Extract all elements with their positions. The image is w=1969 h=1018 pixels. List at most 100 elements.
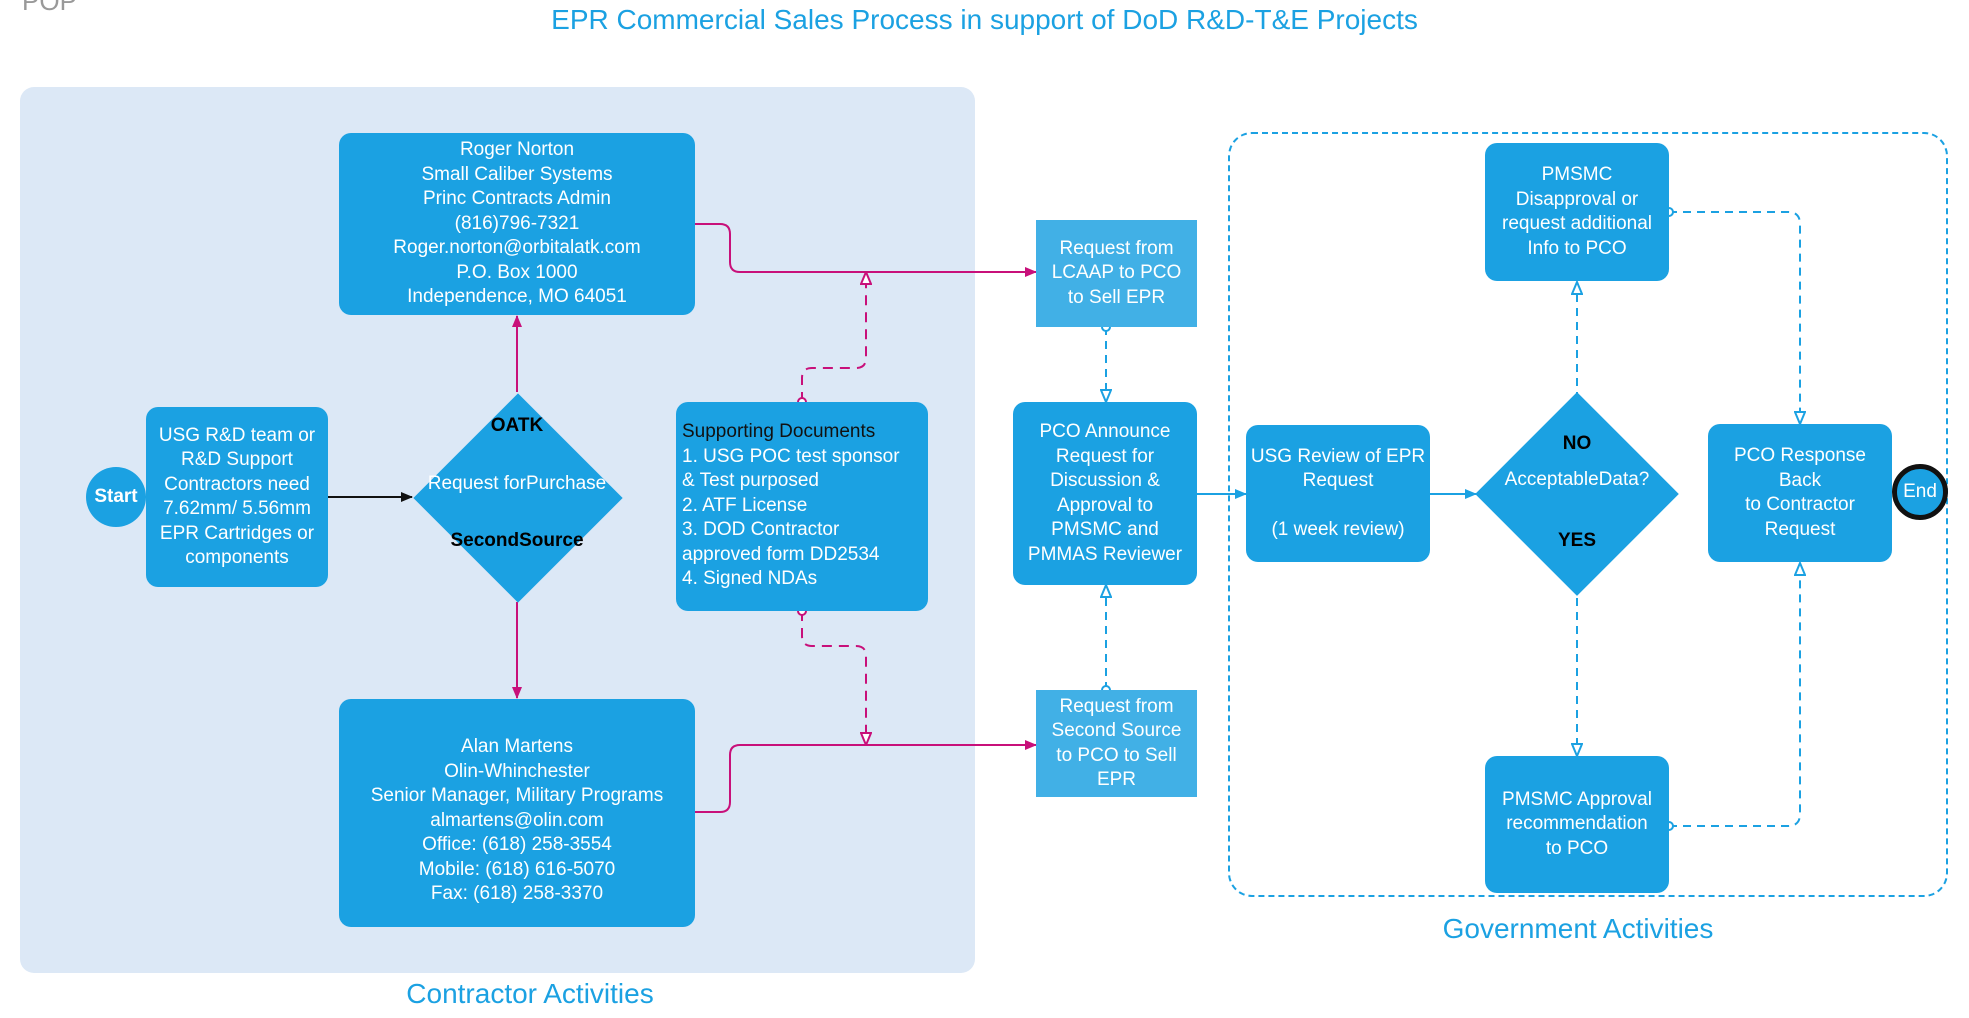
roger-to-lcaap-arrow [695, 223, 1037, 277]
alan-to-second-source-arrow [695, 740, 1037, 813]
text-line: (816)796-7321 [454, 212, 580, 234]
text-line: PMMAS Reviewer [1027, 543, 1183, 565]
text-line: Info to PCO [1527, 237, 1627, 259]
text-line: recommendation [1506, 813, 1648, 835]
docs-to-lcaap-dashed [801, 272, 866, 402]
text-line: Data? [1598, 469, 1650, 490]
text-line: Request for [427, 473, 526, 494]
text-line: 1. USG POC test sponsor [682, 445, 900, 467]
text-line: Mobile: (618) 616-5070 [418, 858, 616, 880]
decision-purchase-label: Request forPurchase [417, 472, 617, 496]
text-line: & Test purposed [682, 470, 819, 491]
diagram-title: EPR Commercial Sales Process in support … [551, 4, 1418, 35]
usg-review-box: USG Review of EPR Request (1 week review) [1246, 425, 1430, 562]
text-line: components [185, 547, 289, 568]
contractor-area-label: Contractor Activities [406, 978, 654, 1009]
text-line: 7.62mm/ 5.56mm [163, 498, 311, 519]
text-line [1251, 494, 1425, 519]
text-line: Independence, MO 64051 [407, 286, 627, 308]
text-line: Fax: (618) 258-3370 [430, 883, 604, 905]
text-line: Approval to [1056, 494, 1154, 516]
text-line: PMSMC Approval [1502, 788, 1652, 810]
text-line: PCO Response [1733, 445, 1866, 466]
text-line: LCAAP to PCO [1051, 262, 1182, 284]
supporting-documents-text: Supporting Documents 1. USG POC test spon… [682, 420, 900, 592]
text-line: request additional [1502, 213, 1652, 234]
approval-to-response-dashed [1669, 563, 1800, 827]
text-line: PCO Announce [1039, 421, 1171, 442]
text-line: Second [450, 530, 520, 551]
docs-to-second-source-dashed [801, 611, 866, 745]
start-node: Start [86, 467, 146, 527]
text-line: Roger Norton [459, 139, 575, 161]
text-line: Small Caliber Systems [421, 163, 613, 185]
text-line: Alan Martens [461, 736, 573, 758]
decision-oatk-label: OATK [490, 415, 544, 436]
text-line: Request from [1059, 237, 1174, 259]
corner-text: POP [22, 0, 77, 16]
text-line: to PCO [1545, 837, 1609, 859]
text-line: Second Source [1051, 720, 1182, 741]
government-area [1228, 132, 1948, 897]
text-line: Source [519, 530, 584, 551]
text-line: PMSMC [1541, 164, 1613, 185]
text-line: Request [1764, 518, 1836, 540]
text-line: to Contractor [1745, 494, 1855, 515]
text-line: 2. ATF License [682, 494, 808, 516]
text-line: Discussion & [1050, 470, 1160, 491]
decision-yes-label: YES [1557, 530, 1597, 551]
text-line: P.O. Box 1000 [456, 261, 578, 283]
text-line: Contractors need [164, 473, 310, 495]
text-line: Request [1302, 470, 1374, 491]
text-line: Disapproval or [1515, 188, 1639, 210]
government-area-label: Government Activities [1442, 913, 1714, 944]
supporting-documents-box: Supporting Documents 1. USG POC test spon… [676, 402, 928, 611]
text-line: approved form DD2534 [682, 543, 880, 565]
text-line: USG Review of EPR [1250, 445, 1426, 467]
decision-no-label: NO [1562, 433, 1592, 454]
text-line: almartens@olin.com [430, 809, 604, 831]
text-line: 3. DOD Contractor [682, 519, 840, 540]
text-line: Office: (618) 258-3554 [422, 834, 612, 856]
text-line: Purchase [525, 473, 607, 494]
text-line: (1 week review) [1271, 519, 1405, 540]
text-line: Supporting Documents [682, 421, 876, 442]
text-line: PMSMC and [1051, 519, 1159, 540]
usg-review-text: USG Review of EPR Request (1 week review) [1251, 445, 1425, 543]
text-line: to PCO to Sell [1056, 744, 1177, 766]
text-line: R&D Support [181, 449, 293, 470]
text-line: Olin-Whinchester [444, 760, 590, 782]
text-line: EPR [1096, 769, 1137, 790]
text-line: Back [1778, 469, 1822, 491]
text-line: Request from [1059, 695, 1174, 717]
text-line: to Sell EPR [1067, 286, 1166, 308]
text-line: 4. Signed NDAs [682, 568, 818, 589]
decision-second-source-label: SecondSource [417, 529, 617, 553]
text-line: USG R&D team or [158, 424, 316, 446]
decision-data-label: AcceptableData? [1477, 468, 1677, 492]
text-line: Princ Contracts Admin [423, 188, 611, 210]
text-line: Senior Manager, Military Programs [370, 785, 664, 807]
text-line: Acceptable [1504, 469, 1599, 490]
disapproval-to-response-dashed [1669, 211, 1800, 424]
text-line: Roger.norton@orbitalatk.com [393, 237, 641, 259]
end-node: End [1892, 464, 1948, 520]
text-line: Request for [1055, 445, 1155, 467]
